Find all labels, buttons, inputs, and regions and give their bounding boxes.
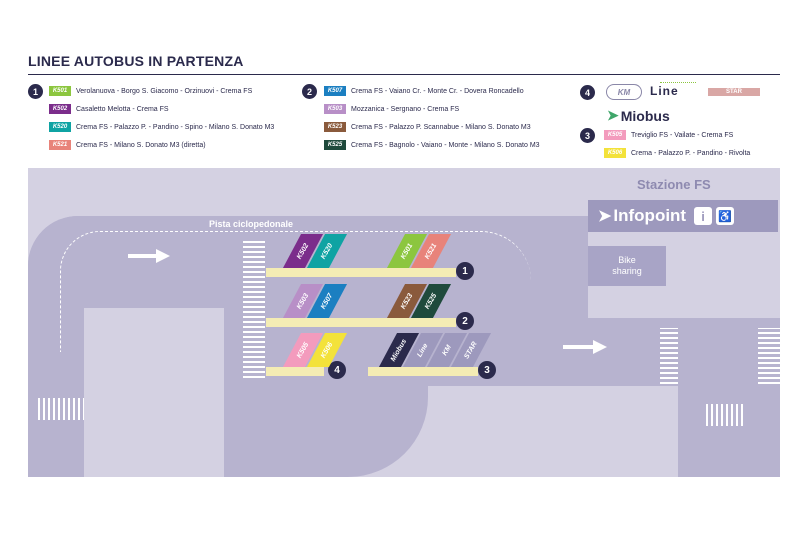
group-number-1: 1	[28, 84, 43, 99]
line-badge: K505	[604, 130, 626, 140]
route-text: Crema - Palazzo P. - Pandino - Rivolta	[631, 149, 751, 157]
arrow-right-icon	[563, 345, 593, 349]
line-badge: K520	[49, 122, 71, 132]
route-text: Casaletto Melotta - Crema FS	[76, 105, 169, 113]
platform-2	[266, 318, 456, 327]
group-number-4: 4	[580, 85, 595, 100]
arrow-head-icon	[156, 249, 170, 263]
route-text: Treviglio FS - Vailate - Crema FS	[631, 131, 734, 139]
stop-number-3: 3	[478, 361, 496, 379]
stop-number-4: 4	[328, 361, 346, 379]
line-logo-dots	[660, 82, 696, 85]
route-row: K521 Crema FS - Milano S. Donato M3 (dire…	[49, 139, 274, 151]
crosswalk	[706, 404, 746, 426]
route-row: K523 Crema FS - Palazzo P. Scannabue - Mi…	[324, 121, 540, 133]
group-number-3: 3	[580, 128, 595, 143]
station-map: Pista ciclopedonale 1 2 4 3 K502 K520 K5…	[28, 168, 780, 477]
line-badge: K501	[49, 86, 71, 96]
pista-label: Pista ciclopedonale	[209, 219, 294, 229]
title-divider	[28, 74, 780, 75]
line-badge: K523	[324, 122, 346, 132]
route-row: K520 Crema FS - Palazzo P. - Pandino - Sp…	[49, 121, 274, 133]
station-label: Stazione FS	[637, 177, 711, 192]
line-badge: K521	[49, 140, 71, 150]
group-3-list: K505 Treviglio FS - Vailate - Crema FS K5…	[604, 129, 750, 159]
route-text: Crema FS - Milano S. Donato M3 (diretta)	[76, 141, 206, 149]
platform-1	[266, 268, 456, 277]
crosswalk	[38, 398, 84, 420]
bus-label: K503	[295, 292, 311, 310]
line-badge: K525	[324, 140, 346, 150]
line-badge: K503	[324, 104, 346, 114]
bike-label-1: Bike	[618, 255, 636, 265]
bus-label: K520	[319, 242, 335, 260]
bus-label: K502	[295, 242, 311, 260]
crosswalk	[660, 328, 678, 384]
route-row: K501 Verolanuova - Borgo S. Giacomo - Orz…	[49, 85, 274, 97]
bus-label: K523	[399, 292, 415, 310]
pista-dashed	[60, 231, 531, 352]
line-badge: K502	[49, 104, 71, 114]
platform-4	[266, 367, 324, 376]
platform-3	[368, 367, 478, 376]
route-row: K505 Treviglio FS - Vailate - Crema FS	[604, 129, 750, 141]
bus-label: K506	[319, 341, 335, 359]
infopoint-arrow-icon: ➤	[598, 208, 612, 225]
bus-label: K505	[295, 341, 311, 359]
bus-label: STAR	[463, 340, 479, 360]
route-row: K507 Crema FS - Vaiano Cr. - Monte Cr. - …	[324, 85, 540, 97]
bike-sharing-box: Bike sharing	[588, 246, 666, 286]
bus-label: KM	[441, 343, 453, 357]
miobus-logo-text: Miobus	[620, 107, 670, 124]
bus-label: Line	[416, 342, 430, 358]
grass-right	[428, 390, 678, 477]
stop-number-2: 2	[456, 312, 474, 330]
star-logo: STAR	[708, 88, 760, 96]
miobus-logo-icon: ➤	[607, 107, 619, 123]
miobus-logo: ➤Miobus	[607, 107, 670, 124]
line-badge: K506	[604, 148, 626, 158]
bus-label: K501	[399, 242, 415, 260]
crosswalk	[758, 328, 780, 384]
infopoint-box: ➤ Infopoint i ♿	[588, 200, 778, 232]
page-title: LINEE AUTOBUS IN PARTENZA	[28, 53, 244, 69]
route-row: K503 Mozzanica - Sergnano - Crema FS	[324, 103, 540, 115]
route-row: K506 Crema - Palazzo P. - Pandino - Rivol…	[604, 147, 750, 159]
arrow-head-icon	[593, 340, 607, 354]
route-text: Crema FS - Vaiano Cr. - Monte Cr. - Dove…	[351, 87, 524, 95]
bike-label-2: sharing	[612, 266, 642, 276]
route-text: Verolanuova - Borgo S. Giacomo - Orzinuo…	[76, 87, 253, 95]
info-icon: i	[694, 207, 713, 225]
bus-label: K507	[319, 292, 335, 310]
route-text: Mozzanica - Sergnano - Crema FS	[351, 105, 460, 113]
crosswalk	[243, 238, 265, 378]
group-number-2: 2	[302, 84, 317, 99]
line-logo: Line	[650, 84, 679, 98]
route-text: Crema FS - Bagnolo - Vaiano - Monte - Mi…	[351, 141, 540, 149]
bus-label: K521	[423, 242, 439, 260]
km-logo: KM	[606, 84, 642, 100]
curve-road	[228, 368, 428, 477]
accessibility-icon: ♿	[716, 207, 735, 225]
bus-label: K525	[423, 292, 439, 310]
route-row: K525 Crema FS - Bagnolo - Vaiano - Monte …	[324, 139, 540, 151]
stop-number-1: 1	[456, 262, 474, 280]
infopoint-label: Infopoint	[613, 206, 687, 225]
arrow-right-icon	[128, 254, 156, 258]
group-1-list: K501 Verolanuova - Borgo S. Giacomo - Orz…	[49, 85, 274, 151]
route-row: K502 Casaletto Melotta - Crema FS	[49, 103, 274, 115]
group-2-list: K507 Crema FS - Vaiano Cr. - Monte Cr. - …	[324, 85, 540, 151]
route-text: Crema FS - Palazzo P. Scannabue - Milano…	[351, 123, 531, 131]
line-badge: K507	[324, 86, 346, 96]
route-text: Crema FS - Palazzo P. - Pandino - Spino …	[76, 123, 275, 131]
